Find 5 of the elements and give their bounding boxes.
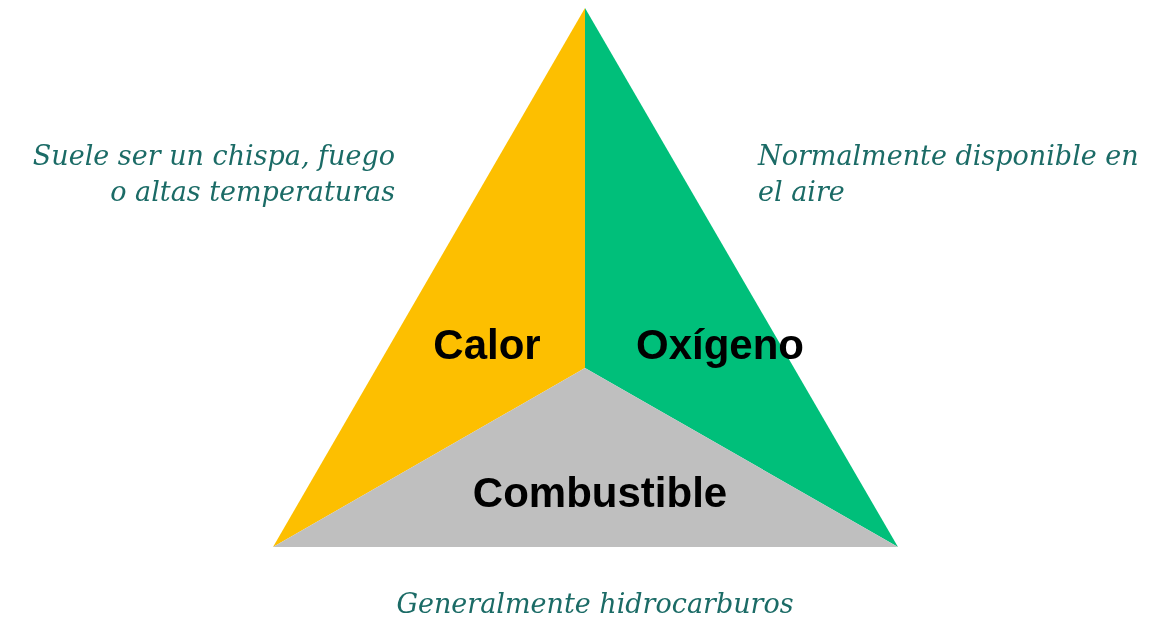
annotation-text: Normalmente disponible en el aire	[758, 139, 1140, 210]
annotation-text: Generalmente hidrocarburos	[395, 587, 795, 621]
segment-label: Combustible	[472, 469, 728, 517]
segment-label: Calor	[433, 321, 541, 369]
annotation-text: Suele ser un chispa, fuego o altas temperaturas	[31, 139, 395, 210]
